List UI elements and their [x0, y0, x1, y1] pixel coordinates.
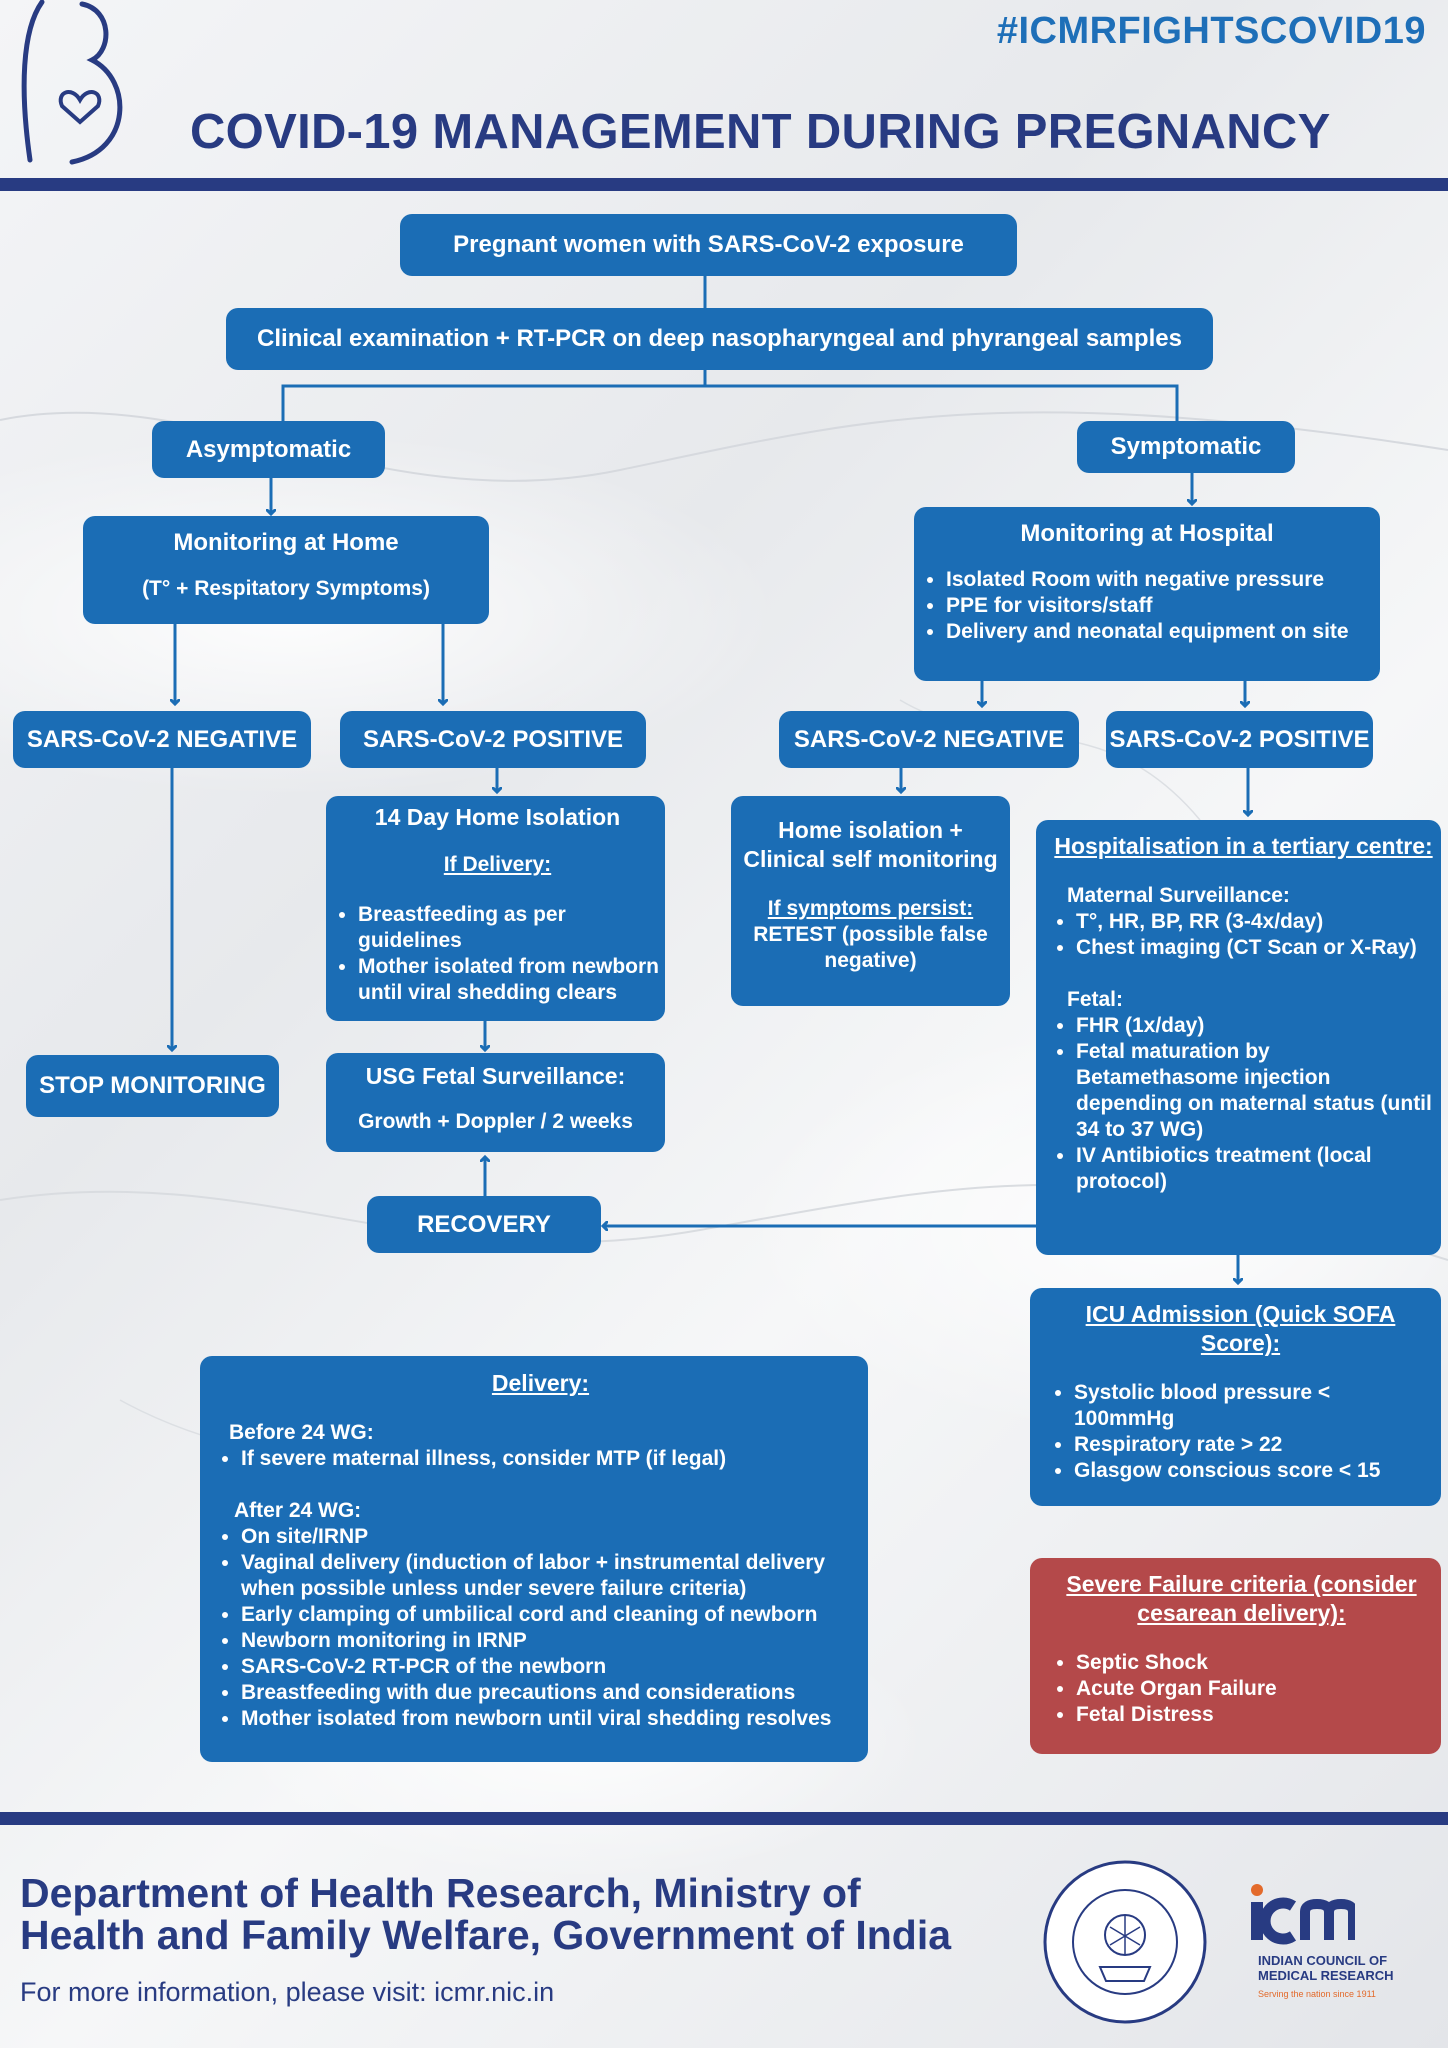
home-monitoring-sub: (T° + Respitatory Symptoms) [142, 577, 430, 600]
list-item: Mother isolated from newborn until viral… [241, 1706, 856, 1732]
asymptomatic-box: Asymptomatic [152, 421, 385, 478]
pregnancy-icon [21, 0, 123, 165]
list-item: IV Antibiotics treatment (local protocol… [1076, 1143, 1433, 1195]
if-delivery-label: If Delivery: [443, 853, 552, 876]
retest-text: RETEST (possible false negative) [753, 923, 988, 972]
list-item: Mother isolated from newborn until viral… [358, 954, 659, 1006]
list-item: Isolated Room with negative pressure [946, 567, 1370, 593]
list-item: Acute Organ Failure [1076, 1676, 1429, 1702]
exposure-box: Pregnant women with SARS-CoV-2 exposure [400, 214, 1017, 276]
page-title: COVID-19 MANAGEMENT DURING PREGNANCY [190, 105, 1331, 159]
list-item: Systolic blood pressure < 100mmHg [1074, 1380, 1429, 1432]
severe-title: Severe Failure criteria (consider cesare… [1066, 1571, 1417, 1626]
persist-label: If symptoms persist: [767, 897, 974, 920]
list-item: Newborn monitoring in IRNP [241, 1628, 856, 1654]
hospitalisation-title: Hospitalisation in a tertiary centre: [1054, 833, 1433, 859]
symptomatic-box: Symptomatic [1077, 421, 1295, 473]
icmr-name-line-1: INDIAN COUNCIL OF [1258, 1953, 1388, 1968]
home-isolation-box: 14 Day Home Isolation If Delivery: Breas… [326, 796, 665, 1021]
header-divider [0, 178, 1448, 191]
usg-title: USG Fetal Surveillance: [365, 1063, 626, 1089]
hospitalisation-box: Hospitalisation in a tertiary centre: Ma… [1036, 820, 1441, 1255]
severe-failure-box: Severe Failure criteria (consider cesare… [1030, 1558, 1441, 1754]
list-item: T°, HR, BP, RR (3-4x/day) [1076, 909, 1433, 935]
list-item: On site/IRNP [241, 1524, 856, 1550]
list-item: Early clamping of umbilical cord and cle… [241, 1602, 856, 1628]
icu-admission-box: ICU Admission (Quick SOFA Score): Systol… [1030, 1288, 1441, 1506]
maternal-label: Maternal Surveillance: [1067, 884, 1290, 907]
icmr-seal-logo [1043, 1860, 1207, 2024]
list-item: Respiratory rate > 22 [1074, 1432, 1429, 1458]
negative-left-box: SARS-CoV-2 NEGATIVE [13, 711, 311, 768]
delivery-title: Delivery: [491, 1370, 590, 1396]
list-item: Fetal maturation by Betamethasome inject… [1076, 1039, 1433, 1143]
after-24-label: After 24 WG: [234, 1499, 362, 1522]
list-item: PPE for visitors/staff [946, 593, 1370, 619]
before-24-label: Before 24 WG: [229, 1421, 374, 1444]
fetal-label: Fetal: [1067, 988, 1124, 1011]
list-item: Chest imaging (CT Scan or X-Ray) [1076, 935, 1433, 961]
home-isolation-title: 14 Day Home Isolation [374, 804, 621, 830]
list-item: Fetal Distress [1076, 1702, 1429, 1728]
hospital-monitoring-box: Monitoring at Hospital Isolated Room wit… [914, 507, 1380, 681]
list-item: Delivery and neonatal equipment on site [946, 619, 1370, 645]
hashtag: #ICMRFIGHTSCOVID19 [996, 10, 1426, 52]
department-line-2: Health and Family Welfare, Government of… [20, 1912, 952, 1958]
list-item: Breastfeeding as per guidelines [358, 902, 659, 954]
usg-surveillance-box: USG Fetal Surveillance: Growth + Doppler… [326, 1053, 665, 1152]
list-item: Septic Shock [1076, 1650, 1429, 1676]
icmr-logo-text: INDIAN COUNCIL OF MEDICAL RESEARCH Servi… [1258, 1953, 1394, 2002]
footer-divider [0, 1812, 1448, 1825]
positive-left-box: SARS-CoV-2 POSITIVE [340, 711, 646, 768]
icu-title: ICU Admission (Quick SOFA Score): [1085, 1301, 1396, 1356]
self-monitoring-box: Home isolation + Clinical self monitorin… [731, 796, 1010, 1006]
clinical-exam-box: Clinical examination + RT-PCR on deep na… [226, 308, 1213, 370]
list-item: Glasgow conscious score < 15 [1074, 1458, 1429, 1484]
list-item: If severe maternal illness, consider MTP… [241, 1446, 856, 1472]
negative-right-box: SARS-CoV-2 NEGATIVE [779, 711, 1079, 768]
self-monitoring-title: Home isolation + Clinical self monitorin… [743, 817, 998, 872]
info-link[interactable]: For more information, please visit: icmr… [20, 1977, 555, 2007]
delivery-box: Delivery: Before 24 WG: If severe matern… [200, 1356, 868, 1762]
hospital-monitoring-title: Monitoring at Hospital [1020, 520, 1274, 547]
list-item: SARS-CoV-2 RT-PCR of the newborn [241, 1654, 856, 1680]
department-line-1: Department of Health Research, Ministry … [20, 1870, 861, 1916]
department-name: Department of Health Research, Ministry … [20, 1872, 951, 1956]
icmr-name-line-2: MEDICAL RESEARCH [1258, 1968, 1394, 1983]
list-item: FHR (1x/day) [1076, 1013, 1433, 1039]
home-monitoring-title: Monitoring at Home [173, 529, 399, 556]
positive-right-box: SARS-CoV-2 POSITIVE [1106, 711, 1373, 768]
stop-monitoring-box: STOP MONITORING [26, 1055, 279, 1117]
icmr-logo-mark [1251, 1884, 1355, 1945]
recovery-box: RECOVERY [367, 1196, 601, 1253]
home-monitoring-box: Monitoring at Home (T° + Respitatory Sym… [83, 516, 489, 624]
list-item: Vaginal delivery (induction of labor + i… [241, 1550, 856, 1602]
usg-sub: Growth + Doppler / 2 weeks [358, 1110, 633, 1133]
icmr-tagline: Serving the nation since 1911 [1258, 1989, 1376, 1999]
list-item: Breastfeeding with due precautions and c… [241, 1680, 856, 1706]
